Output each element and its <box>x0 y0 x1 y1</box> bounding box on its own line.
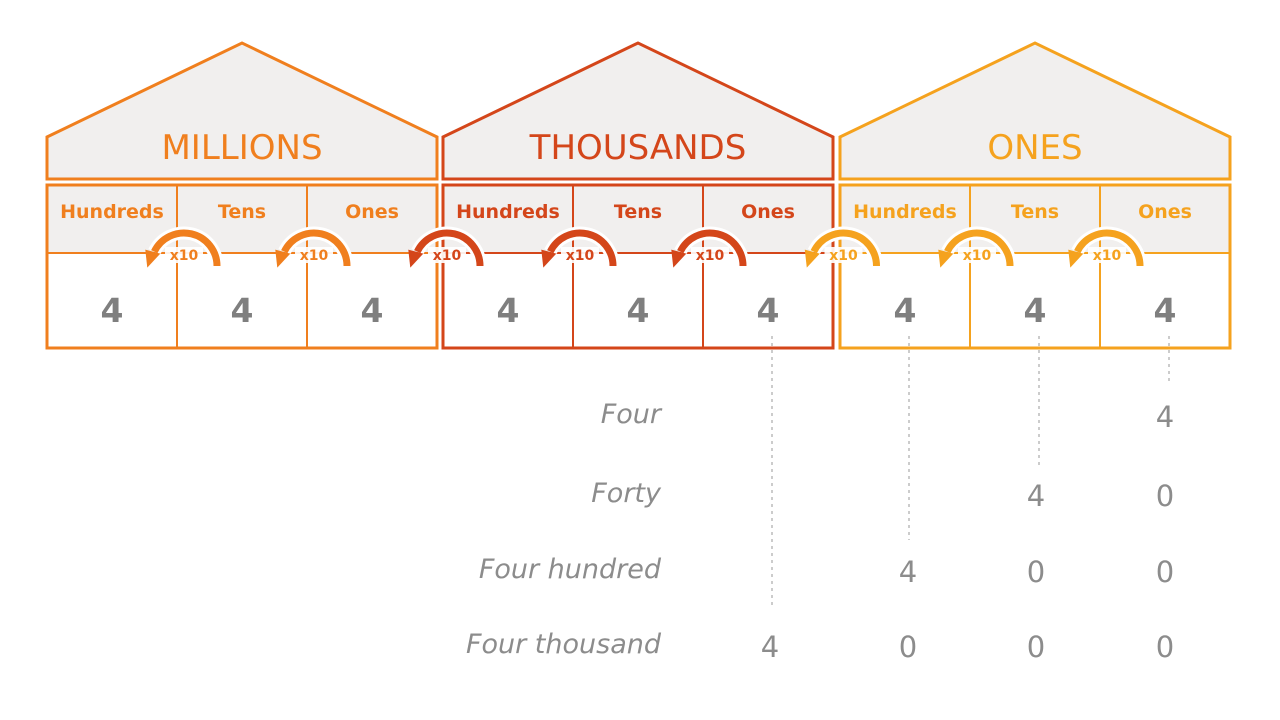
place-digit: 4 <box>894 291 917 330</box>
number-word: Four <box>601 399 663 430</box>
times-ten-arrow: x10 <box>275 226 354 268</box>
column-label-ones: Ones <box>741 201 795 223</box>
place-digit: 4 <box>1154 291 1177 330</box>
multiplier-label: x10 <box>963 248 992 264</box>
place-digit: 4 <box>1024 291 1047 330</box>
period-millions: MILLIONS Hundreds 4 Tens 4 Ones 4 <box>45 41 439 350</box>
column-header-band <box>443 185 833 253</box>
times-ten-arrow: x10 <box>804 226 883 268</box>
multiplier-label: x10 <box>433 248 462 264</box>
number-word: Forty <box>591 478 662 509</box>
multiplier-label: x10 <box>1093 248 1122 264</box>
expanded-digit: 4 <box>899 555 917 589</box>
multiplier-label: x10 <box>829 248 858 264</box>
period-thousands: THOUSANDS Hundreds 4 Tens 4 Ones 4 <box>441 41 835 350</box>
expansion-row: Four hundred 4 0 0 <box>479 554 1174 589</box>
column-label-hundreds: Hundreds <box>853 201 957 223</box>
arrow-head <box>408 249 424 268</box>
multiplier-label: x10 <box>170 248 199 264</box>
arc-arrow <box>281 229 351 267</box>
times-ten-arrow: x10 <box>408 226 487 268</box>
place-digit: 4 <box>497 291 520 330</box>
column-label-ones: Ones <box>345 201 399 223</box>
multiplier-label: x10 <box>696 248 725 264</box>
expanded-digit: 0 <box>1027 630 1045 664</box>
place-digit: 4 <box>101 291 124 330</box>
arc-arrow <box>1074 229 1144 267</box>
roof <box>838 41 1232 181</box>
place-digit: 4 <box>757 291 780 330</box>
times-ten-arrow: x10 <box>1068 226 1147 268</box>
expansion-row: Forty 4 0 <box>591 478 1174 513</box>
expanded-digit: 0 <box>899 630 917 664</box>
arc-arrow <box>414 229 484 267</box>
column-header-band <box>840 185 1230 253</box>
column-label-tens: Tens <box>218 201 266 223</box>
expanded-digit: 0 <box>1156 630 1174 664</box>
period-name: THOUSANDS <box>529 128 747 168</box>
arrow-head <box>1068 249 1084 268</box>
place-value-box <box>441 183 835 350</box>
arc-arrow <box>677 229 747 267</box>
expanded-digit: 4 <box>1027 479 1045 513</box>
place-digit: 4 <box>231 291 254 330</box>
arrow-head <box>671 249 687 268</box>
arrow-head <box>541 249 557 268</box>
arc-arrow <box>151 229 221 267</box>
times-ten-arrow: x10 <box>938 226 1017 268</box>
expanded-digit: 4 <box>1156 400 1174 434</box>
place-digit: 4 <box>627 291 650 330</box>
number-word: Four thousand <box>466 629 662 660</box>
column-label-ones: Ones <box>1138 201 1192 223</box>
expansion-row: Four 4 <box>601 399 1174 434</box>
expanded-digit: 0 <box>1027 555 1045 589</box>
arrow-head <box>938 249 954 268</box>
times-ten-arrow: x10 <box>671 226 750 268</box>
column-label-hundreds: Hundreds <box>456 201 560 223</box>
expanded-digit: 0 <box>1156 479 1174 513</box>
place-digit: 4 <box>361 291 384 330</box>
expanded-digit: 4 <box>761 630 779 664</box>
multiplier-label: x10 <box>566 248 595 264</box>
arc-arrow <box>547 229 617 267</box>
column-label-tens: Tens <box>1011 201 1059 223</box>
expanded-digit: 0 <box>1156 555 1174 589</box>
arrow-head <box>275 249 291 268</box>
roof <box>441 41 835 181</box>
place-value-box <box>45 183 439 350</box>
roof <box>45 41 439 181</box>
column-label-tens: Tens <box>614 201 662 223</box>
arc-arrow <box>810 229 880 267</box>
column-label-hundreds: Hundreds <box>60 201 164 223</box>
arrow-head <box>804 249 820 268</box>
times-ten-arrow: x10 <box>145 226 224 268</box>
column-header-band <box>47 185 437 253</box>
number-word: Four hundred <box>479 554 662 585</box>
period-name: ONES <box>987 128 1082 168</box>
period-name: MILLIONS <box>161 128 322 168</box>
times-ten-arrow: x10 <box>541 226 620 268</box>
arrow-head <box>145 249 161 268</box>
arc-arrow <box>944 229 1014 267</box>
place-value-box <box>838 183 1232 350</box>
multiplier-label: x10 <box>300 248 329 264</box>
period-ones: ONES Hundreds 4 Tens 4 Ones 4 <box>838 41 1232 350</box>
expansion-row: Four thousand 4 0 0 0 <box>466 629 1174 664</box>
